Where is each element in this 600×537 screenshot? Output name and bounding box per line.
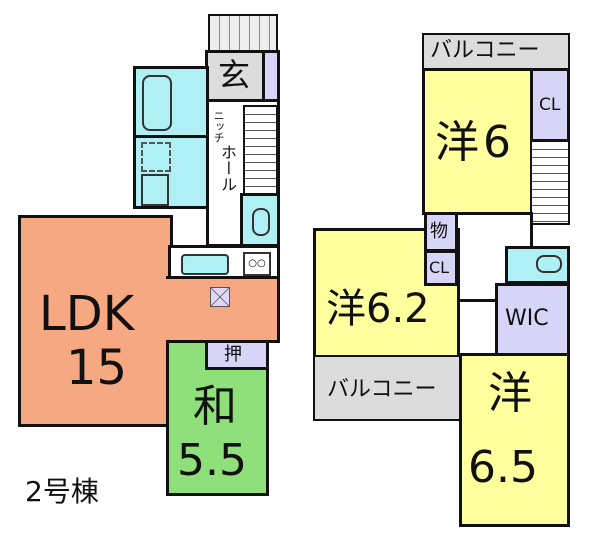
bathroom [133, 66, 209, 138]
stove-icon: ○○ [243, 252, 271, 276]
stairs [243, 105, 278, 195]
room1-name: 洋 [435, 117, 479, 168]
washitsu-name: 和 [193, 381, 237, 432]
building-label: 2号棟 [25, 475, 99, 508]
storage-label: 物 [430, 221, 448, 242]
sink-icon [141, 174, 169, 206]
closet-room1-label: CL [539, 95, 561, 115]
niche-label: ニッチ [212, 110, 225, 143]
toilet-2f [505, 246, 570, 284]
ldk-name: LDK [39, 286, 135, 342]
walk-in-closet: WIC [495, 283, 570, 356]
closet-room2: CL [424, 250, 458, 286]
shoe-closet [262, 50, 280, 102]
toilet-2f-icon [536, 255, 562, 273]
porch [208, 14, 278, 54]
ventilation-icon [210, 287, 230, 307]
western-room-6-5: 洋 6.5 [459, 353, 570, 527]
ldk-size: 15 [66, 340, 128, 396]
closet-room1: CL [530, 68, 570, 142]
balcony-bottom-label: バルコニー [327, 377, 437, 402]
kitchen-counter: ○○ [168, 245, 280, 279]
balcony-top: バルコニー [422, 33, 570, 70]
washitsu-size: 5.5 [177, 435, 247, 486]
washroom [133, 135, 209, 209]
toilet [240, 193, 280, 247]
room1-size: 6 [483, 117, 511, 168]
closet-room2-label: CL [429, 258, 450, 277]
room3-size: 6.5 [468, 442, 538, 493]
room2-name: 洋 [326, 286, 366, 332]
kitchen-sink-icon [181, 254, 229, 275]
bathtub-icon [142, 75, 172, 131]
stairs-2f [530, 140, 570, 225]
balcony-bottom: バルコニー [313, 355, 461, 421]
balcony-top-label: バルコニー [430, 38, 540, 63]
kitchen [166, 276, 280, 343]
room2-size: 6.2 [366, 286, 430, 332]
storage: 物 [424, 212, 458, 252]
room3-name: 洋 [488, 368, 532, 419]
wic-label: WIC [505, 306, 549, 331]
western-room-6: 洋 6 [422, 68, 533, 215]
oshiire-label: 押 [224, 344, 242, 365]
washer-icon [141, 142, 171, 172]
toilet-icon [252, 208, 270, 236]
entrance-label: 玄 [218, 56, 251, 94]
oshiire: 押 [205, 340, 269, 370]
ldk: LDK 15 [18, 215, 173, 427]
hall-label: ホール [218, 144, 237, 192]
entrance: 玄 [205, 50, 265, 102]
